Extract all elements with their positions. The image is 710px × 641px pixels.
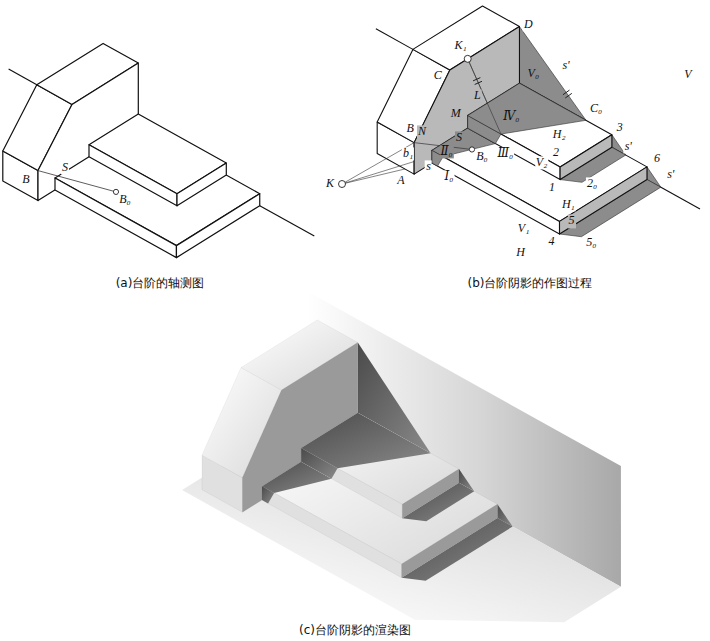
panel-a — [3, 43, 315, 257]
point-label: V₂ — [535, 156, 549, 169]
point-label: K — [325, 177, 335, 190]
point-label: B — [405, 122, 414, 135]
vanishing-point — [339, 181, 346, 188]
point-label: 2 — [552, 146, 560, 159]
panel-caption: (c)台阶阴影的渲染图 — [299, 623, 411, 637]
upper-step-end — [177, 163, 226, 206]
tick-mark — [473, 78, 480, 81]
point-label: s' — [561, 59, 570, 72]
cast-shadow — [262, 486, 274, 503]
point-label: Ⅰ₀ — [444, 170, 455, 183]
point-label: B₀ — [475, 151, 489, 164]
shadow-point — [469, 147, 474, 152]
construction-line — [468, 59, 501, 134]
vanishing-point — [464, 55, 471, 62]
point-label: 5₀ — [585, 236, 597, 249]
point-label: N — [417, 126, 427, 139]
point-label: H — [515, 246, 526, 259]
upper-step-end — [560, 135, 612, 180]
point-label: C — [433, 69, 443, 82]
panel-caption: (a)台阶的轴测图 — [116, 276, 205, 290]
point-label: B₀ — [118, 193, 132, 206]
point-label: b₁ — [402, 147, 414, 160]
point-label: H₁ — [561, 198, 576, 211]
cast-shadow — [468, 83, 586, 134]
point-label: s' — [666, 169, 675, 182]
tick-mark — [475, 81, 482, 84]
point-label: 4 — [548, 235, 556, 248]
point-label: L — [473, 90, 482, 103]
point-label: K₁ — [454, 39, 468, 52]
point-label: Ⅳ₀ — [502, 110, 520, 123]
upper-step-end — [402, 469, 459, 518]
point-label: S — [61, 161, 69, 174]
point-label: Ⅲ₀ — [497, 147, 515, 160]
upper-step-front — [89, 145, 177, 206]
cast-shadow — [301, 413, 431, 469]
tick-mark — [565, 93, 572, 98]
point-label: s' — [624, 140, 633, 153]
panel-caption: (b)台阶阴影的作图过程 — [468, 276, 593, 290]
point-label: V₀ — [527, 68, 541, 81]
panel-c — [182, 291, 621, 622]
point-label: B — [21, 173, 30, 186]
point-label: V — [683, 68, 692, 81]
point-label: 5 — [568, 215, 576, 228]
point-label: 6 — [653, 152, 661, 165]
point-label: V₁ — [517, 223, 531, 236]
wall-line — [376, 29, 413, 50]
lower-step-front — [432, 150, 560, 234]
light-ray — [38, 171, 116, 192]
point-label: C₀ — [589, 103, 603, 116]
point-label: 1 — [548, 181, 556, 194]
point-label: 2₀ — [586, 178, 598, 191]
point-label: s — [425, 161, 432, 174]
lower-step-end — [176, 194, 259, 258]
tick-mark — [563, 90, 570, 95]
wall-line — [9, 69, 37, 85]
point-label: A — [396, 174, 405, 187]
point-label: 3 — [616, 121, 624, 134]
point-label: Ⅱ₀ — [439, 146, 453, 159]
point-label: M — [450, 107, 462, 120]
point-label: D — [523, 18, 534, 31]
ground-line — [260, 206, 315, 236]
point-label: S — [455, 131, 463, 144]
point-label: H₂ — [552, 128, 567, 141]
panel-b — [339, 6, 701, 237]
